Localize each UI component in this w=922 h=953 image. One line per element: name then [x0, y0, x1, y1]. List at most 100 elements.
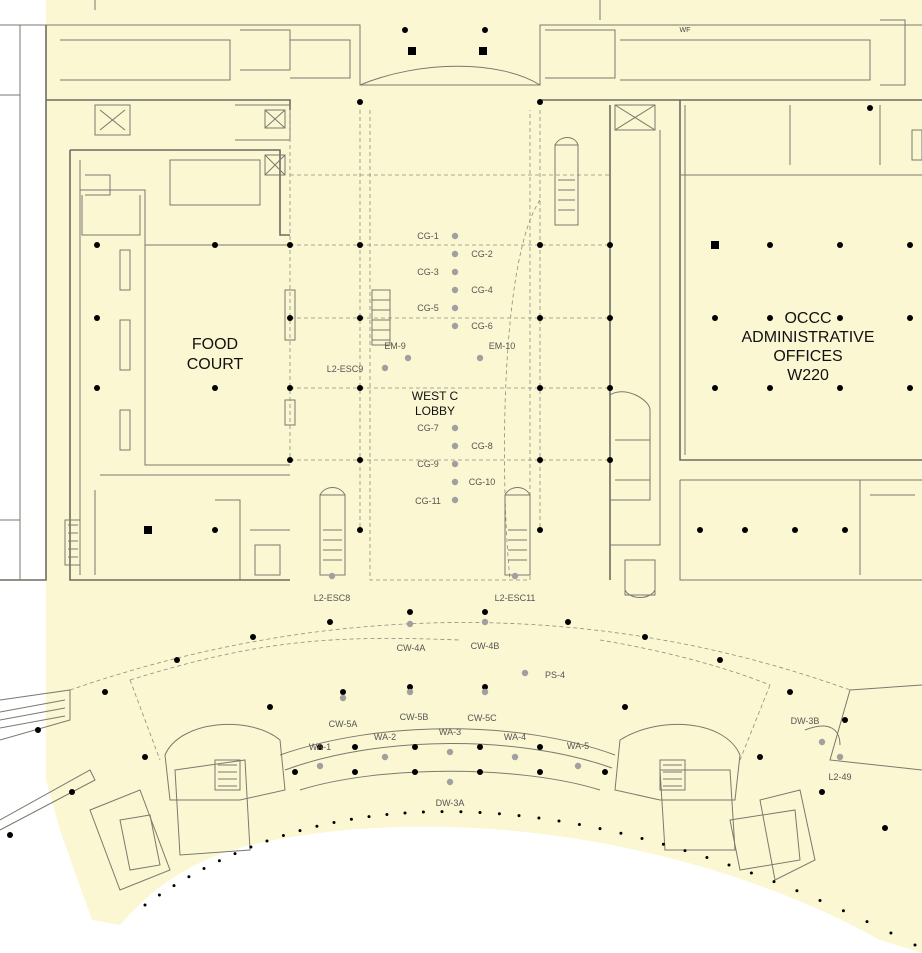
marker-dot-cw5a[interactable]	[339, 694, 347, 702]
column-50	[250, 634, 256, 640]
column-2	[357, 99, 363, 105]
marker-dot-wa4[interactable]	[511, 753, 519, 761]
edge-dot-0	[143, 903, 147, 907]
marker-em9[interactable]: EM-9	[384, 341, 412, 362]
marker-cg2[interactable]: CG-2	[451, 249, 493, 259]
marker-label-ps4: PS-4	[545, 670, 565, 680]
edge-dot-7	[249, 845, 253, 849]
marker-dot-cg2[interactable]	[451, 250, 459, 258]
marker-cg7[interactable]: CG-7	[417, 423, 459, 433]
marker-dot-cw5b[interactable]	[406, 688, 414, 696]
marker-dot-wa5[interactable]	[574, 762, 582, 770]
edge-dot-14	[367, 815, 371, 819]
column-67	[412, 744, 418, 750]
marker-dot-esc11[interactable]	[511, 572, 519, 580]
column-31	[712, 315, 718, 321]
marker-dot-dw3a[interactable]	[446, 778, 454, 786]
marker-cg9[interactable]: CG-9	[417, 459, 459, 469]
marker-cg10[interactable]: CG-10	[451, 477, 495, 487]
marker-wa5[interactable]: WA-5	[567, 741, 589, 770]
marker-dot-cg5[interactable]	[451, 304, 459, 312]
marker-l249[interactable]: L2-49	[828, 753, 852, 782]
edge-dot-36	[818, 899, 822, 902]
marker-cg1[interactable]: CG-1	[417, 231, 459, 241]
food-court-label-1: FOOD	[192, 336, 238, 353]
edge-dot-31	[705, 856, 709, 859]
marker-dot-cg7[interactable]	[451, 424, 459, 432]
marker-dot-em9[interactable]	[404, 354, 412, 362]
marker-label-cg1: CG-1	[417, 231, 439, 241]
marker-dot-wa1[interactable]	[316, 762, 324, 770]
structural-columns	[7, 27, 913, 838]
marker-em10[interactable]: EM-10	[476, 341, 515, 362]
marker-dot-l249[interactable]	[836, 753, 844, 761]
marker-dot-esc8[interactable]	[328, 572, 336, 580]
marker-dot-cw4a[interactable]	[406, 620, 414, 628]
column-60	[622, 704, 628, 710]
marker-cw5a[interactable]: CW-5A	[329, 694, 358, 729]
column-11	[287, 315, 293, 321]
marker-dot-cg8[interactable]	[451, 442, 459, 450]
marker-dot-cg3[interactable]	[451, 268, 459, 276]
edge-dot-16	[403, 811, 407, 815]
marker-cg11[interactable]: CG-11	[415, 496, 459, 506]
marker-cw4b[interactable]: CW-4B	[471, 618, 500, 651]
marker-cg8[interactable]: CG-8	[451, 441, 493, 451]
column-0	[402, 27, 408, 33]
marker-dot-cg9[interactable]	[451, 460, 459, 468]
marker-dot-wa2[interactable]	[381, 753, 389, 761]
marker-esc8[interactable]: L2-ESC8	[314, 572, 351, 603]
marker-dot-cg10[interactable]	[451, 478, 459, 486]
marker-label-dw3a: DW-3A	[436, 798, 465, 808]
marker-label-cw5c: CW-5C	[467, 713, 497, 723]
marker-ps4[interactable]: PS-4	[521, 669, 565, 680]
marker-cg3[interactable]: CG-3	[417, 267, 459, 277]
marker-esc9[interactable]: L2-ESC9	[327, 364, 389, 374]
marker-dw3b[interactable]: DW-3B	[791, 716, 826, 746]
marker-cw5b[interactable]: CW-5B	[400, 688, 429, 722]
column-14	[607, 315, 613, 321]
marker-cw4a[interactable]: CW-4A	[397, 620, 426, 653]
marker-wa1[interactable]: WA-1	[309, 742, 331, 770]
marker-dot-cg4[interactable]	[451, 286, 459, 294]
marker-esc11[interactable]: L2-ESC11	[495, 572, 536, 603]
marker-cg4[interactable]: CG-4	[451, 285, 493, 295]
column-15	[94, 385, 100, 391]
column-63	[142, 754, 148, 760]
marker-dot-cg11[interactable]	[451, 496, 459, 504]
column-66	[352, 744, 358, 750]
column-62	[842, 717, 848, 723]
marker-cg5[interactable]: CG-5	[417, 303, 459, 313]
marker-dot-cw5c[interactable]	[481, 688, 489, 696]
marker-dot-esc9[interactable]	[381, 364, 389, 372]
marker-wa2[interactable]: WA-2	[374, 732, 396, 761]
marker-dot-dw3b[interactable]	[818, 738, 826, 746]
marker-dot-cg6[interactable]	[451, 322, 459, 330]
column-43	[842, 527, 848, 533]
edge-dot-20	[478, 811, 482, 814]
edge-dot-22	[517, 814, 521, 818]
column-78	[7, 832, 13, 838]
column-65	[317, 744, 323, 750]
marker-dot-cw4b[interactable]	[481, 618, 489, 626]
marker-label-cw4a: CW-4A	[397, 643, 426, 653]
square-post-0	[408, 47, 416, 55]
column-70	[292, 769, 298, 775]
marker-dot-ps4[interactable]	[521, 669, 529, 677]
square-post-3	[711, 241, 719, 249]
marker-dot-em10[interactable]	[476, 354, 484, 362]
marker-cw5c[interactable]: CW-5C	[467, 688, 497, 723]
marker-label-cg2: CG-2	[471, 249, 493, 259]
edge-dot-15	[385, 813, 389, 816]
marker-dot-wa3[interactable]	[446, 748, 454, 756]
marker-wa4[interactable]: WA-4	[504, 732, 526, 761]
marker-label-wa2: WA-2	[374, 732, 396, 742]
column-17	[287, 385, 293, 391]
marker-dot-cg1[interactable]	[451, 232, 459, 240]
marker-dw3a[interactable]: DW-3A	[436, 778, 465, 808]
column-1	[482, 27, 488, 33]
edge-dot-2	[172, 884, 176, 888]
marker-wa3[interactable]: WA-3	[439, 727, 461, 756]
marker-cg6[interactable]: CG-6	[451, 321, 493, 331]
admin-offices-label-4: W220	[787, 367, 829, 384]
